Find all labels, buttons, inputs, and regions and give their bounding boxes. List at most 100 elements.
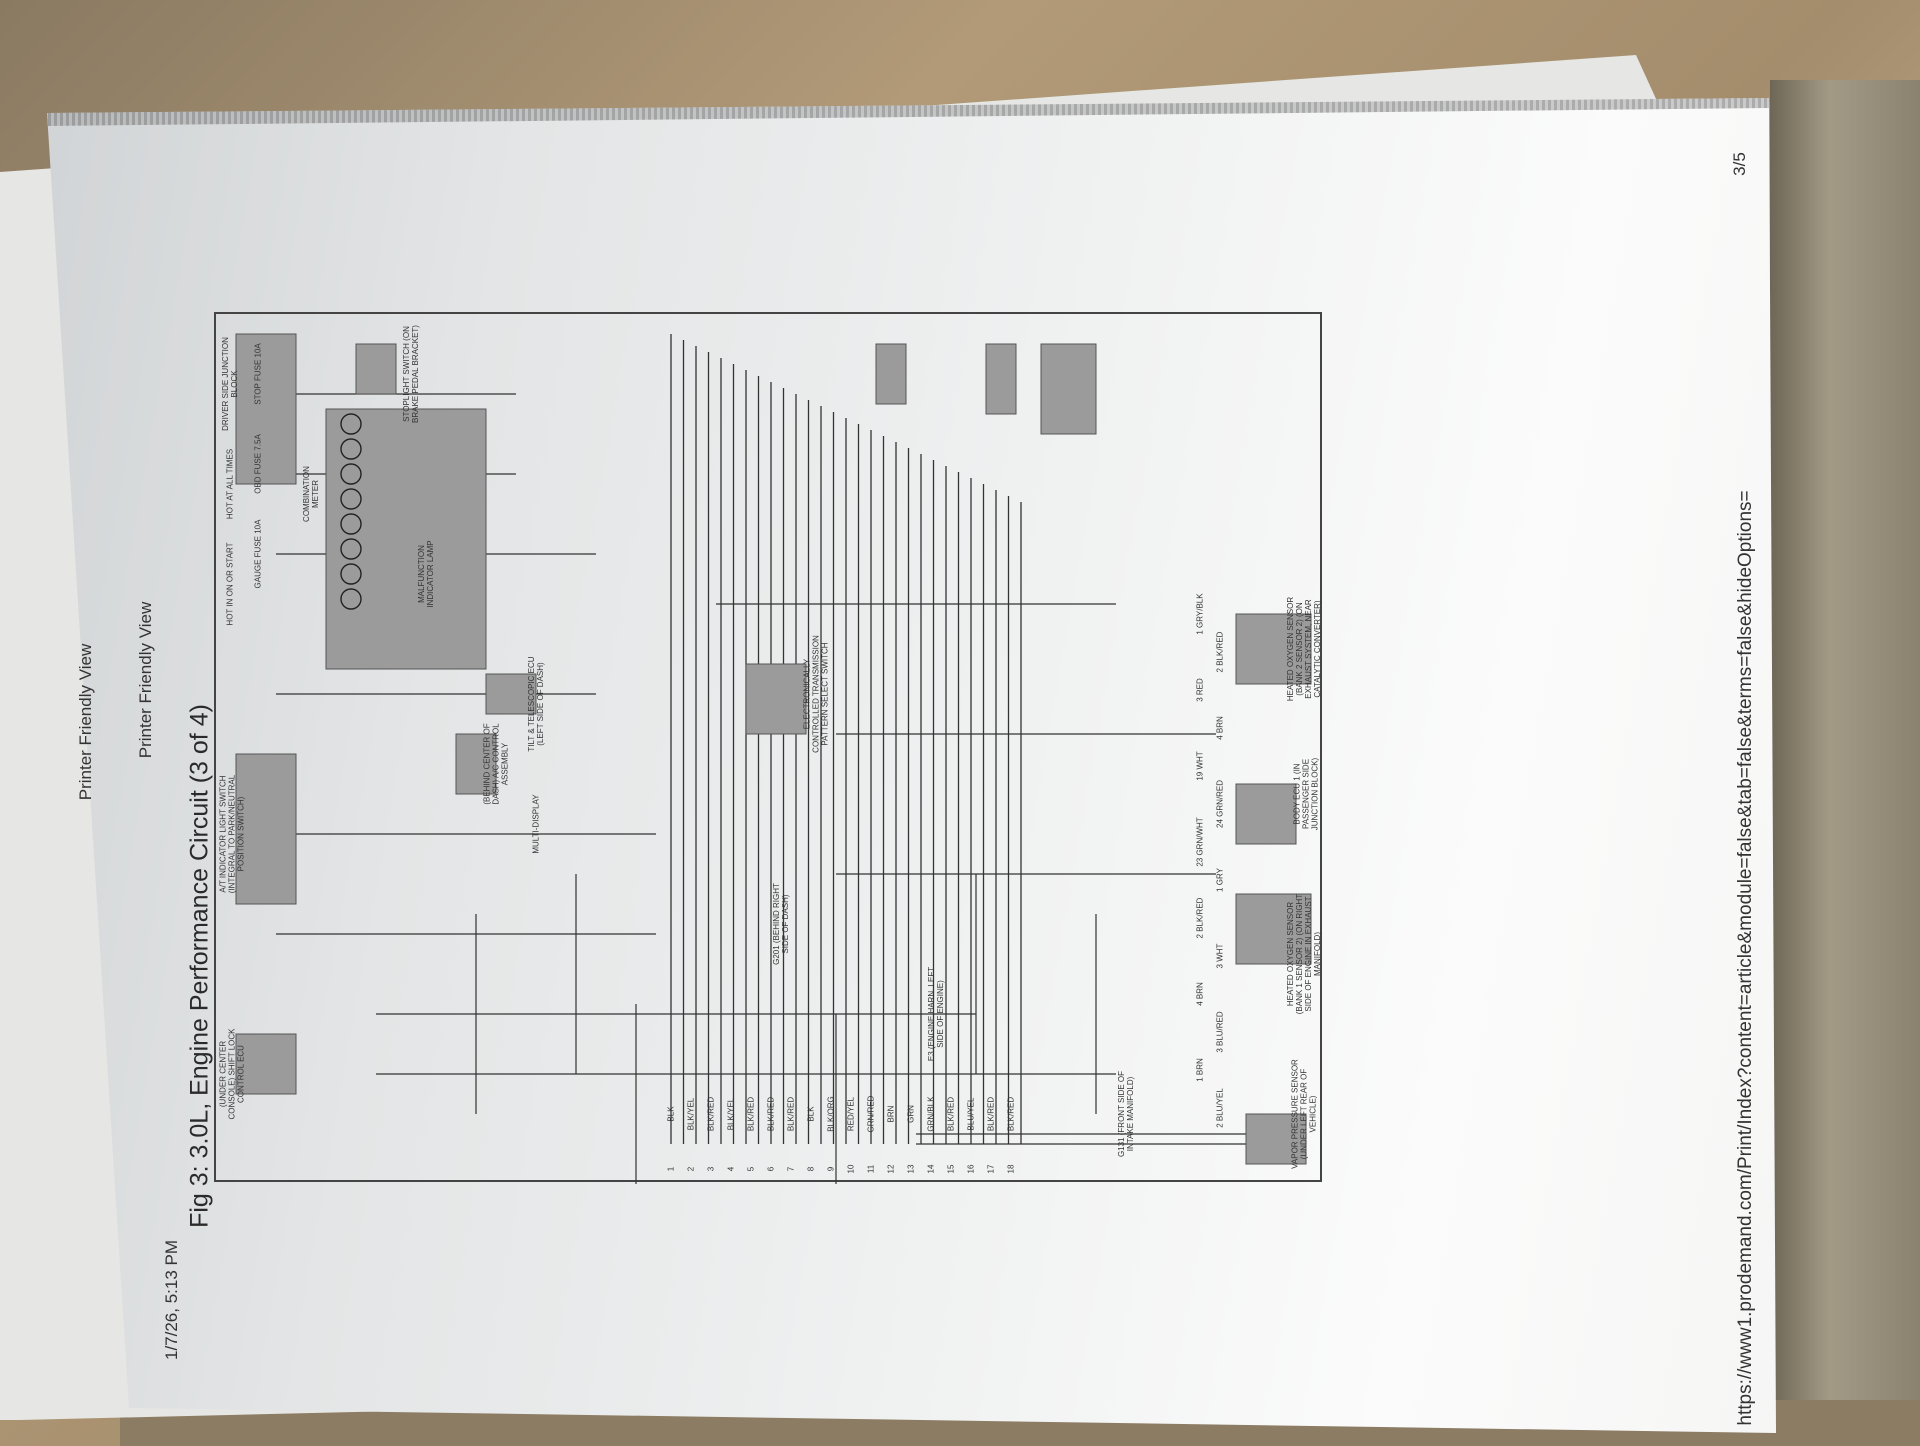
wire-color-label: GRN: [906, 1105, 916, 1123]
transmission-switch-box: [745, 663, 807, 735]
sensor-wire-label: 23 GRN/WHT: [1195, 817, 1205, 867]
meter-indicator-icon: [340, 563, 362, 585]
stoplight-switch-box: [355, 343, 397, 395]
fuse-label: OBD FUSE 7.5A: [253, 434, 263, 494]
component-label-vapor-pressure: VAPOR PRESSURE SENSOR (UNDER LEFT REAR O…: [1290, 1059, 1318, 1169]
wire-number: 3: [706, 1166, 716, 1172]
figure-title: Fig 3: 3.0L, Engine Performance Circuit …: [185, 704, 214, 1228]
wire-number: 12: [886, 1164, 896, 1174]
meter-indicator-icon: [340, 588, 362, 610]
wire-number: 5: [746, 1166, 756, 1172]
junction-block-box: [235, 333, 297, 485]
component-label-engine-harness: E3 (ENGINE HARN. LEFT SIDE OF ENGINE): [927, 966, 945, 1062]
component-label-g131: G131 (FRONT SIDE OF INTAKE MANIFOLD): [1117, 1070, 1135, 1158]
junction-block-2-box: [985, 343, 1017, 415]
wire-number: 13: [906, 1164, 916, 1174]
component-label-ac-control: (BEHIND CENTER OF DASH) A/C CONTROL ASSE…: [482, 723, 510, 805]
component-label-hot-on-start: HOT IN ON OR START: [225, 542, 235, 626]
wire-color-label: BRN: [886, 1105, 896, 1123]
meter-indicator-icon: [340, 513, 362, 535]
wire-color-label: BLK/RED: [706, 1096, 716, 1132]
wire-number: 6: [766, 1166, 776, 1172]
wire-color-label: BLK: [806, 1106, 816, 1122]
wire-color-label: BLK/YEL: [686, 1097, 696, 1131]
wire-color-label: BLK/ORG: [826, 1096, 836, 1132]
wire-color-label: BLK/RED: [786, 1096, 796, 1132]
wire-number: 1: [666, 1166, 676, 1172]
header-left: Printer Friendly View: [76, 643, 95, 801]
component-label-stoplight-switch: STOPLIGHT SWITCH (ON BRAKE PEDAL BRACKET…: [402, 325, 420, 423]
component-label-tilt-telescopic: TILT & TELESCOPIC ECU (LEFT SIDE OF DASH…: [527, 656, 545, 752]
component-label-shift-lock: (UNDER CENTER CONSOLE) SHIFT LOCK CONTRO…: [218, 1028, 246, 1120]
shift-lock-box: [235, 1033, 297, 1095]
wire-color-label: BLK/RED: [1006, 1096, 1016, 1132]
wire-color-label: GRN/RED: [866, 1095, 876, 1133]
sensor-wire-label: 3 WHT: [1215, 943, 1225, 969]
wire-color-label: GRN/BLK: [926, 1096, 936, 1132]
wire-color-label: BLK/RED: [946, 1096, 956, 1132]
component-label-hot-all-times: HOT AT ALL TIMES: [225, 448, 235, 520]
component-label-o2-b1s2: HEATED OXYGEN SENSOR (BANK 1 SENSOR 2) (…: [1286, 893, 1322, 1015]
meter-indicator-icon: [340, 463, 362, 485]
sensor-wire-label: 4 BRN: [1215, 716, 1225, 740]
sensor-wire-label: 3 RED: [1195, 678, 1205, 702]
component-label-multi-display: MULTI-DISPLAY: [531, 794, 541, 854]
meter-indicator-icon: [340, 488, 362, 510]
sensor-wire-label: 4 BRN: [1195, 982, 1205, 1006]
fuse-label: STOP FUSE 10A: [253, 343, 263, 405]
tilt-telescopic-box: [485, 673, 537, 715]
sensor-wire-label: 2 BLK/RED: [1215, 631, 1225, 673]
component-label-combination-meter: COMBINATION METER: [302, 466, 320, 522]
vapor-pressure-box: [1245, 1113, 1307, 1165]
header-right: Printer Friendly View: [136, 601, 155, 759]
component-label-at-indicator: A/T INDICATOR LIGHT SWITCH (INTEGRAL TO …: [218, 774, 246, 894]
wire-number: 17: [986, 1164, 996, 1174]
wire-number: 10: [846, 1164, 856, 1174]
wire-color-label: BLK/RED: [746, 1096, 756, 1132]
o2-b2s2-box: [1235, 613, 1312, 685]
body-ecu-box: [1235, 783, 1297, 845]
meter-indicator-icon: [340, 413, 362, 435]
page-url: https://www1.prodemand.com/Print/Index?c…: [1735, 490, 1756, 1426]
wire-number: 16: [966, 1164, 976, 1174]
wire-color-label: RED/YEL: [846, 1096, 856, 1132]
wire-number: 15: [946, 1164, 956, 1174]
wiring-lines: [235, 333, 1312, 1184]
wire-number: 18: [1006, 1164, 1016, 1174]
wire-number: 14: [926, 1164, 936, 1174]
wire-color-label: BLU/YEL: [966, 1097, 976, 1131]
component-label-g201: G201 (BEHIND RIGHT SIDE OF DASH): [772, 883, 790, 965]
wire-number: 7: [786, 1166, 796, 1172]
seat-background: [1770, 80, 1920, 1446]
sensor-wire-label: 1 GRY/BLK: [1195, 593, 1205, 635]
wire-number: 11: [866, 1164, 876, 1174]
wiring-diagram: DRIVER SIDE JUNCTION BLOCK HOT AT ALL TIM…: [214, 312, 1322, 1184]
sensor-wire-label: 24 GRN/RED: [1215, 779, 1225, 829]
fuse-label: GAUGE FUSE 10A: [253, 519, 263, 589]
component-label-junction-block: DRIVER SIDE JUNCTION BLOCK: [221, 337, 239, 431]
page-number: 3/5: [1730, 152, 1749, 176]
meter-indicator-icon: [340, 538, 362, 560]
sensor-wire-label: 3 BLU/RED: [1215, 1011, 1225, 1053]
wire-color-label: BLK/YEL: [726, 1097, 736, 1131]
component-label-transmission-switch: ELECTRONICALLY CONTROLLED TRANSMISSION P…: [802, 635, 830, 753]
wire-color-label: BLK: [666, 1106, 676, 1122]
ac-control-box: [455, 733, 497, 795]
o2-junction-box: [875, 343, 907, 405]
wire-number: 2: [686, 1166, 696, 1172]
wire-number: 9: [826, 1166, 836, 1172]
component-label-malfunction-lamp: MALFUNCTION INDICATOR LAMP: [417, 540, 435, 608]
at-indicator-box: [235, 753, 297, 905]
connector-box: [1040, 343, 1097, 435]
sensor-wire-label: 19 WHT: [1195, 751, 1205, 781]
wire-number: 8: [806, 1166, 816, 1172]
sensor-wire-label: 2 BLU/YEL: [1215, 1088, 1225, 1128]
sensor-wire-label: 1 BRN: [1195, 1058, 1205, 1082]
sensor-wire-label: 1 GRY: [1215, 868, 1225, 892]
sensor-wire-label: 2 BLK/RED: [1195, 897, 1205, 939]
wire-number: 4: [726, 1166, 736, 1172]
component-label-body-ecu: BODY ECU 1 (IN PASSENGER SIDE JUNCTION B…: [1292, 757, 1320, 831]
o2-b1s2-box: [1235, 893, 1312, 965]
meter-indicator-icon: [340, 438, 362, 460]
